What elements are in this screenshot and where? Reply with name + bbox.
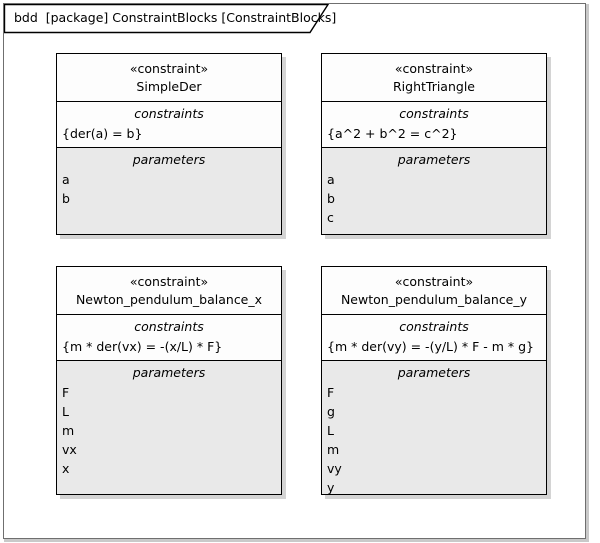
header-tab-shape — [4, 4, 330, 34]
parameter-item: L — [62, 404, 69, 419]
block-parameters-compartment: parameters F L m vx x — [57, 361, 281, 494]
parameter-item: a — [327, 172, 335, 187]
block-parameters-compartment: parameters a b c — [322, 148, 546, 234]
parameters-label: parameters — [397, 152, 471, 167]
block-name: RightTriangle — [392, 79, 475, 94]
block-header-compartment: «constraint» Newton_pendulum_balance_y — [322, 267, 546, 315]
block-constraints-compartment: constraints {a^2 + b^2 = c^2} — [322, 102, 546, 148]
diagram-frame-title: bdd [package] ConstraintBlocks [Constrai… — [14, 10, 337, 25]
parameters-label: parameters — [132, 365, 206, 380]
constraint-block-simpleder[interactable]: «constraint» SimpleDer constraints {der(… — [56, 53, 282, 235]
constraints-label: constraints — [399, 106, 469, 121]
parameter-item: vy — [327, 461, 342, 476]
block-parameters-compartment: parameters a b — [57, 148, 281, 234]
block-header-compartment: «constraint» SimpleDer — [57, 54, 281, 102]
parameter-item: F — [327, 385, 335, 400]
parameter-item: x — [62, 461, 70, 476]
parameter-item: L — [327, 423, 334, 438]
constraint-expression: {m * der(vx) = -(x/L) * F} — [62, 339, 223, 354]
block-constraints-compartment: constraints {der(a) = b} — [57, 102, 281, 148]
parameter-item: a — [62, 172, 70, 187]
parameter-item: b — [62, 191, 70, 206]
parameters-label: parameters — [397, 365, 471, 380]
constraint-expression: {m * der(vy) = -(y/L) * F - m * g} — [327, 339, 535, 354]
block-constraints-compartment: constraints {m * der(vy) = -(y/L) * F - … — [322, 315, 546, 361]
block-constraints-compartment: constraints {m * der(vx) = -(x/L) * F} — [57, 315, 281, 361]
parameter-item: vx — [62, 442, 77, 457]
block-stereotype: «constraint» — [394, 274, 474, 289]
parameters-label: parameters — [132, 152, 206, 167]
constraint-block-newton-pendulum-balance-x[interactable]: «constraint» Newton_pendulum_balance_x c… — [56, 266, 282, 495]
constraint-expression: {der(a) = b} — [62, 126, 143, 141]
block-stereotype: «constraint» — [129, 61, 209, 76]
constraints-label: constraints — [134, 106, 204, 121]
diagram-frame-header-tab: bdd [package] ConstraintBlocks [Constrai… — [4, 4, 336, 34]
block-name: Newton_pendulum_balance_y — [340, 292, 528, 307]
parameter-item: m — [62, 423, 75, 438]
constraints-label: constraints — [134, 319, 204, 334]
parameter-item: F — [62, 385, 70, 400]
constraints-label: constraints — [399, 319, 469, 334]
constraint-block-righttriangle[interactable]: «constraint» RightTriangle constraints {… — [321, 53, 547, 235]
parameter-item: c — [327, 210, 334, 225]
parameter-item: g — [327, 404, 335, 419]
block-name: SimpleDer — [136, 79, 202, 94]
block-header-compartment: «constraint» Newton_pendulum_balance_x — [57, 267, 281, 315]
parameter-item: b — [327, 191, 335, 206]
block-stereotype: «constraint» — [129, 274, 209, 289]
block-stereotype: «constraint» — [394, 61, 474, 76]
parameter-item: m — [327, 442, 340, 457]
parameter-item: y — [327, 480, 335, 495]
block-parameters-compartment: parameters F g L m vy y — [322, 361, 546, 495]
block-name: Newton_pendulum_balance_x — [75, 292, 263, 307]
block-header-compartment: «constraint» RightTriangle — [322, 54, 546, 102]
constraint-block-newton-pendulum-balance-y[interactable]: «constraint» Newton_pendulum_balance_y c… — [321, 266, 547, 495]
diagram-frame: bdd [package] ConstraintBlocks [Constrai… — [3, 3, 586, 539]
constraint-expression: {a^2 + b^2 = c^2} — [327, 126, 458, 141]
